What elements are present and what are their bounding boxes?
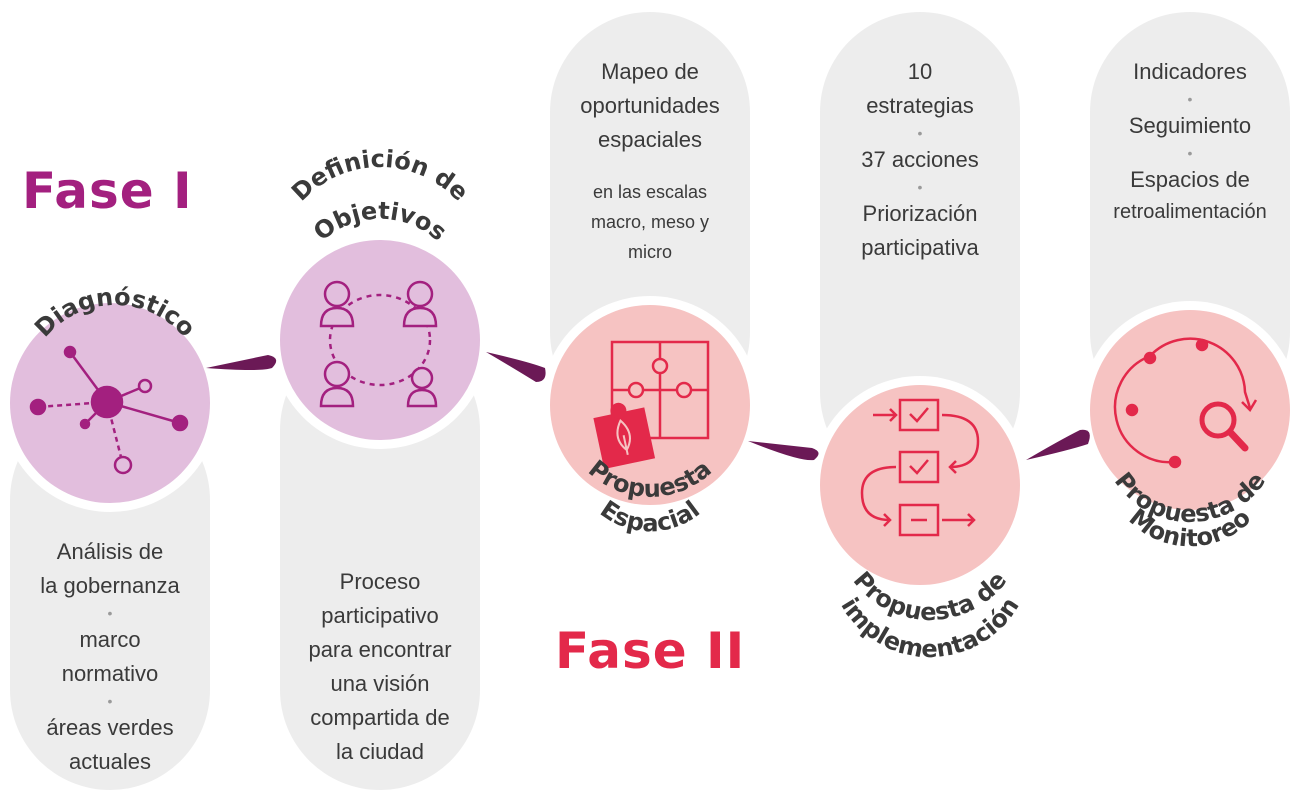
network-icon: [29, 345, 189, 475]
step2-circle: [280, 240, 480, 440]
step1-text: Análisis de la gobernanza • marco normat…: [40, 539, 180, 774]
step5-text: Indicadores • Seguimiento • Espacios de …: [1113, 59, 1267, 223]
step2-text: Proceso participativo para encontrar una…: [308, 569, 452, 764]
puzzle-icon: [593, 340, 710, 470]
step1-title: Diagnóstico: [29, 283, 201, 343]
step3-title: Propuesta: [583, 455, 716, 503]
phase1-title: Fase I: [22, 162, 193, 220]
arrow-4: [1026, 429, 1090, 460]
step2-title-line2: Objetivos: [308, 197, 452, 247]
phase2-title: Fase II: [555, 622, 746, 680]
checklist-icon: [860, 398, 980, 537]
monitoring-icon: [1113, 337, 1258, 469]
step3-circle: [550, 305, 750, 505]
arrow-2: [486, 352, 546, 382]
people-circle-icon: [319, 280, 438, 408]
arrow-3: [748, 441, 819, 461]
step3-text: Mapeo de oportunidades espaciales en las…: [580, 59, 720, 262]
arrow-1: [206, 355, 277, 370]
step4-text: 10 estrategias • 37 acciones • Priorizac…: [861, 59, 979, 260]
step5-circle: [1090, 310, 1290, 510]
